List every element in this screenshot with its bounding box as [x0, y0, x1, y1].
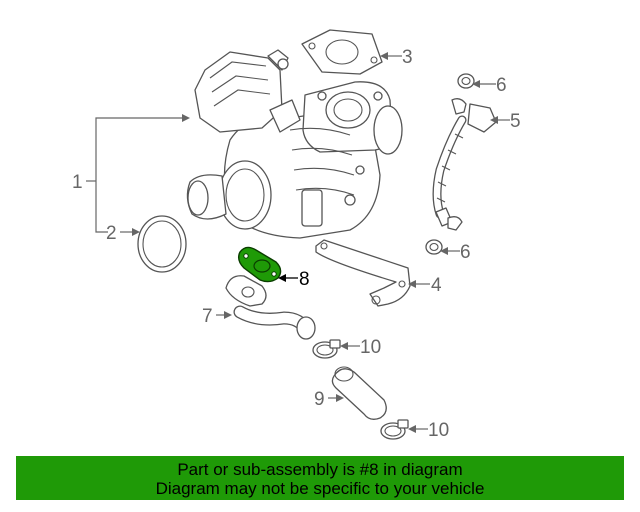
callout-6-lower: 6 — [460, 242, 471, 263]
callout-10-upper: 10 — [360, 337, 381, 358]
part-9-hose — [331, 366, 387, 420]
turbocharger — [186, 49, 403, 239]
part-3-flange-gasket — [301, 29, 383, 75]
part-10-clamp-upper — [312, 339, 341, 359]
banner-line-1: Part or sub-assembly is #8 in diagram — [177, 460, 463, 479]
callout-9: 9 — [314, 389, 325, 410]
part-6-washer-lower — [425, 239, 443, 255]
parts-diagram: 1 2 3 4 5 6 6 7 8 9 10 10 — [72, 29, 521, 441]
leader-lines — [86, 52, 510, 433]
callout-7: 7 — [202, 306, 213, 327]
part-5-oil-line — [432, 98, 497, 231]
callout-2: 2 — [106, 223, 117, 244]
callout-5: 5 — [510, 111, 521, 132]
callout-1: 1 — [72, 172, 83, 193]
callout-8: 8 — [299, 269, 310, 290]
part-2-ring-gasket — [137, 215, 187, 273]
part-info-banner: Part or sub-assembly is #8 in diagram Di… — [16, 456, 624, 500]
part-10-clamp-lower — [380, 419, 409, 440]
part-4-bracket — [315, 239, 411, 307]
callout-3: 3 — [402, 47, 413, 68]
callout-10-lower: 10 — [428, 420, 449, 441]
part-6-washer-upper — [457, 73, 475, 89]
part-7-oil-return-pipe — [225, 275, 316, 340]
callout-4: 4 — [431, 275, 442, 296]
callout-6-upper: 6 — [496, 75, 507, 96]
banner-line-2: Diagram may not be specific to your vehi… — [155, 479, 485, 498]
